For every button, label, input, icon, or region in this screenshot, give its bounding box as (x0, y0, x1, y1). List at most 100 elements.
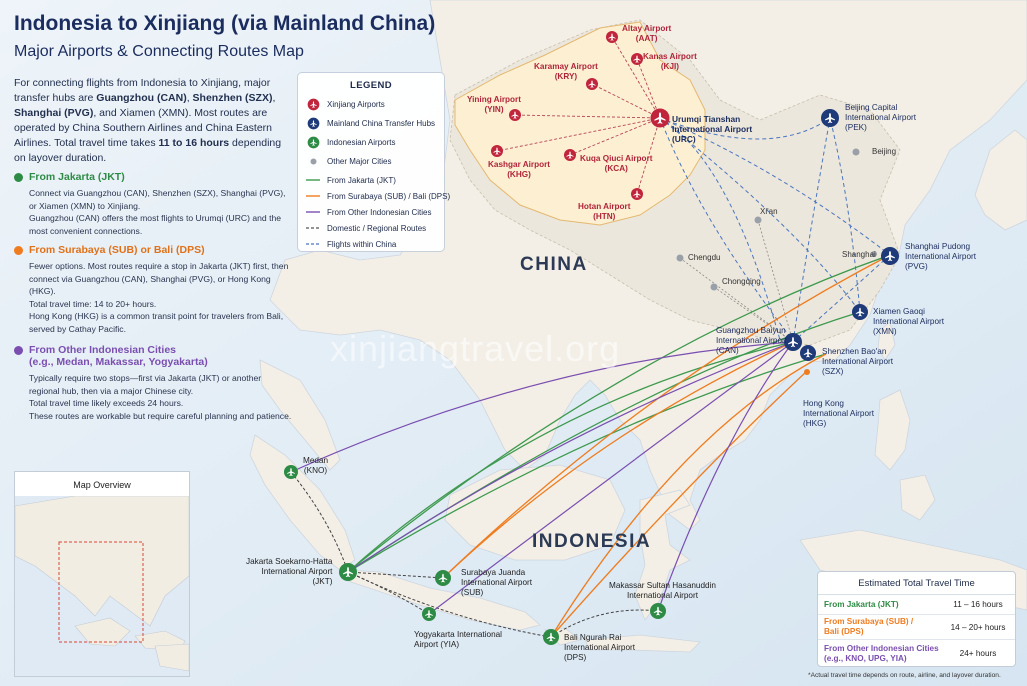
section-jakarta-line: Connect via Guangzhou (CAN), Shenzhen (S… (29, 188, 286, 211)
airport-name: International Airport (873, 317, 945, 326)
intro-hub-pvg: Shanghai (PVG) (14, 107, 94, 119)
nusa-tenggara (584, 634, 701, 653)
airport-code: (JKT) (312, 577, 333, 586)
airport-name: Surabaya Juanda (461, 568, 526, 577)
intro-paragraph: For connecting flights from Indonesia to… (14, 76, 286, 166)
travel-time-route-line: From Other Indonesian Cities (824, 643, 939, 653)
travel-time-note: *Actual travel time depends on route, ai… (808, 672, 1001, 679)
section-jakarta-head: From Jakarta (JKT) (14, 171, 294, 183)
section-surabaya-line: Hong Kong (HKG) is a common transit poin… (29, 311, 284, 334)
airport-name: Medan (303, 456, 329, 465)
philippines-island-2 (899, 474, 936, 521)
intro-text-2: , and Xiamen (XMN). Most routes are oper… (14, 107, 272, 149)
legend-item-xinjiang: Xinjiang Airports (306, 97, 385, 111)
airport-code: (SUB) (461, 588, 484, 597)
airport-code: (KHG) (507, 170, 531, 179)
airport-code: (AAT) (635, 34, 658, 43)
city-label-xian: Xi'an (760, 207, 778, 216)
shenzhen-hub-marker (800, 345, 816, 361)
airport-name: Yining Airport (467, 95, 521, 104)
section-other-cities: From Other Indonesian Cities (e.g., Meda… (14, 344, 294, 422)
legend-item-hubs: Mainland China Transfer Hubs (306, 116, 435, 130)
airport-code: (KJI) (660, 62, 680, 71)
airport-name: International Airport (905, 252, 977, 261)
airport-name: Makassar Sultan Hasanuddin (609, 581, 716, 590)
airport-name: International Airport (564, 643, 636, 652)
airport-name: Shanghai Pudong (905, 242, 971, 251)
other-city-routes (679, 219, 794, 343)
kuqa-marker (564, 149, 576, 161)
intro-sep-2: , (272, 92, 276, 104)
shanghai-city-dot (871, 251, 877, 257)
section-jakarta-body: Connect via Guangzhou (CAN), Shenzhen (S… (29, 187, 294, 237)
medan-marker (284, 465, 298, 479)
airport-code: (XMN) (873, 327, 897, 336)
legend-label: Indonesian Airports (327, 137, 396, 147)
china-flight-routes (659, 117, 891, 343)
jakarta-marker (339, 563, 357, 581)
airport-code: (CAN) (716, 346, 739, 355)
label-yining: Yining Airport(YIN) (467, 95, 521, 115)
xinjiang-domestic-routes (496, 36, 661, 195)
yining-marker (509, 109, 521, 121)
airport-name: Jakarta Soekarno-Hatta (246, 557, 333, 566)
navy-plane-icon (306, 116, 320, 130)
airport-name: International Airport (803, 409, 875, 418)
makassar-marker (650, 603, 666, 619)
xinjiang-region (454, 21, 706, 226)
label-kashgar: Kashgar Airport(KHG) (488, 160, 550, 180)
java-island (344, 569, 541, 631)
airport-name: International Airport (845, 113, 917, 122)
airport-code: (KCA) (604, 164, 628, 173)
legend-item-domestic: Domestic / Regional Routes (306, 221, 426, 235)
orange-line-icon (306, 189, 320, 203)
page-subtitle: Major Airports & Connecting Routes Map (14, 43, 304, 60)
legend-label: From Jakarta (JKT) (327, 175, 396, 185)
altay-marker (606, 31, 618, 43)
map-overview: Map Overview (14, 471, 190, 677)
airport-code: (HKG) (803, 419, 827, 428)
airport-name: Hotan Airport (578, 202, 631, 211)
airport-name: Bali Ngurah Rai (564, 633, 622, 642)
airport-name: Kuqa Qiuci Airport (580, 154, 653, 163)
airport-name: Karamay Airport (534, 62, 598, 71)
overview-map-graphic (15, 496, 189, 676)
airport-name: Altay Airport (622, 24, 672, 33)
purple-dot-icon (14, 346, 23, 355)
other-city-dots (676, 148, 877, 291)
airport-name: Urumqi Tianshan (672, 114, 741, 124)
guangzhou-hub-marker (784, 333, 802, 351)
legend-label: From Other Indonesian Cities (327, 207, 432, 217)
karamay-marker (586, 78, 598, 90)
legend-item-china-flights: Flights within China (306, 237, 396, 251)
section-other-line: Total travel time likely exceeds 24 hour… (29, 398, 184, 409)
intro-time: 11 to 16 hours (158, 137, 230, 149)
section-surabaya: From Surabaya (SUB) or Bali (DPS) Fewer … (14, 244, 294, 336)
airport-code: (YIN) (484, 105, 504, 114)
intro-text-1: For connecting flights from Indonesia to… (14, 77, 271, 104)
other-city-indonesia-routes (290, 341, 794, 615)
overview-title: Map Overview (73, 480, 131, 490)
airport-name: International Airport (822, 357, 894, 366)
green-plane-icon (306, 135, 320, 149)
legend-label: Mainland China Transfer Hubs (327, 118, 436, 128)
malay-peninsula (259, 359, 341, 471)
airport-name: Xiamen Gaoqi (873, 307, 925, 316)
legend-item-cities: Other Major Cities (306, 154, 391, 168)
legend-label: From Surabaya (SUB) / Bali (DPS) (327, 191, 451, 201)
label-karamay: Karamay Airport(KRY) (534, 62, 598, 82)
travel-time-route: From Other Indonesian Cities(e.g., KNO, … (824, 644, 947, 664)
travel-time-row: From Other Indonesian Cities(e.g., KNO, … (818, 640, 1015, 667)
label-medan: Medan(KNO) (303, 456, 328, 476)
hotan-marker (631, 188, 643, 200)
airport-name: International Airport (461, 578, 533, 587)
sulawesi-island (634, 489, 691, 621)
airport-code: (PVG) (905, 262, 928, 271)
bali-marker (543, 629, 559, 645)
